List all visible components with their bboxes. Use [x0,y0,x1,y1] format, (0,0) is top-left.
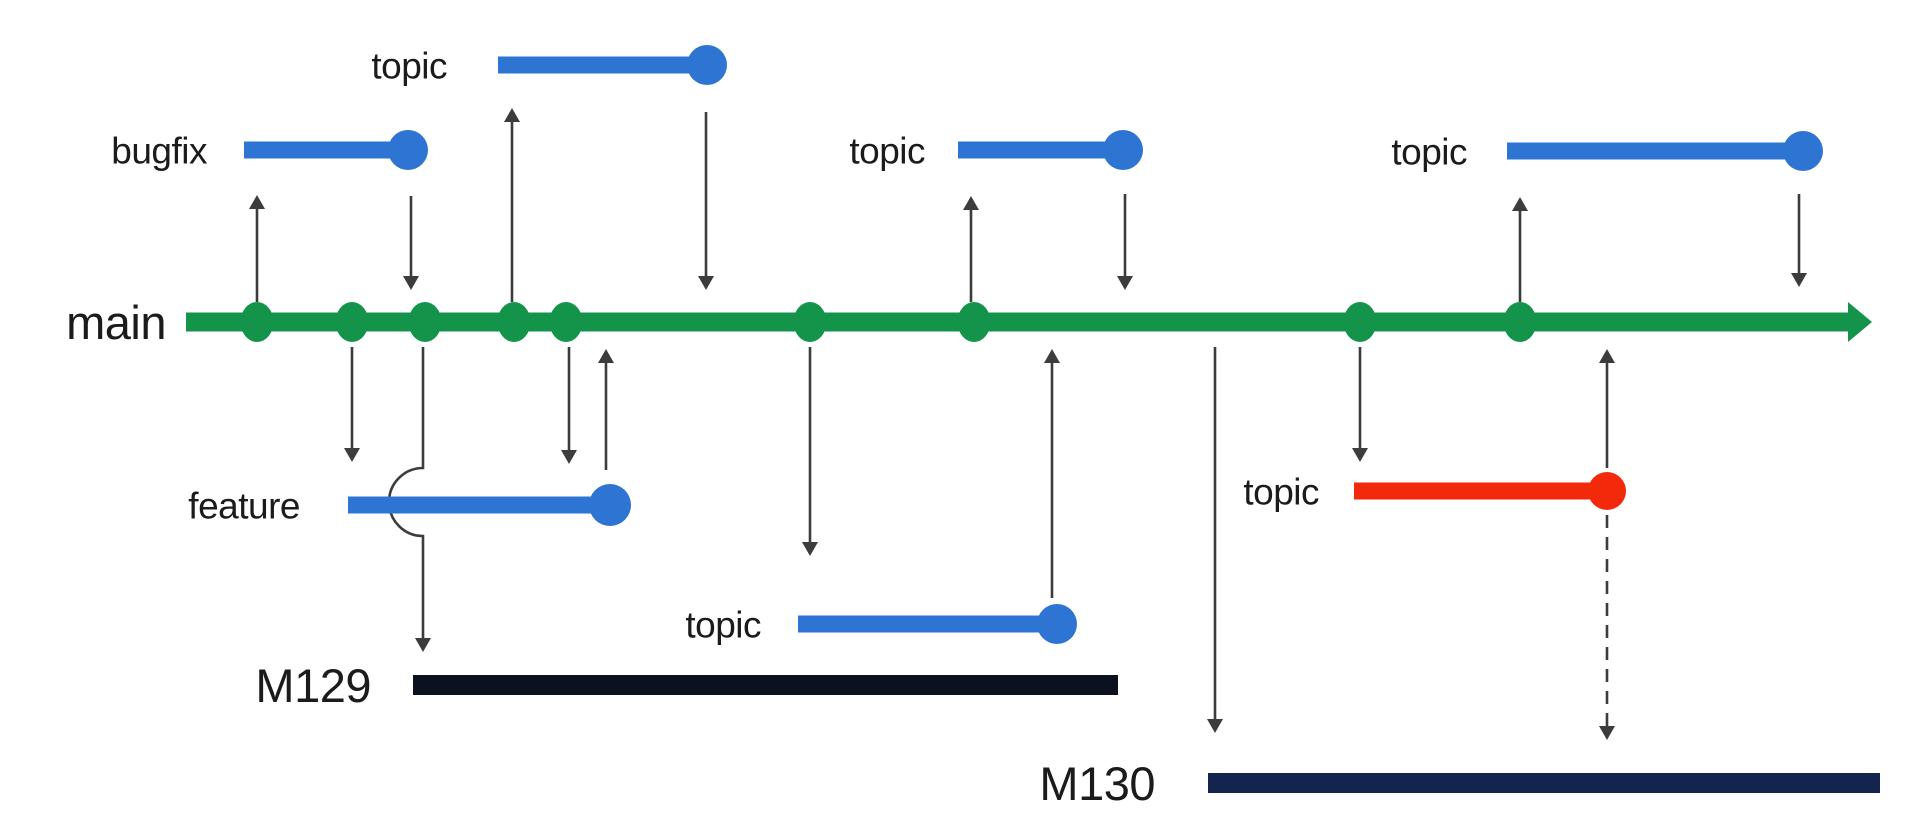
main-branch-label: main [66,296,166,349]
commit-dot [335,302,369,342]
arrowhead-merge-topic-bottom [1044,349,1060,363]
commit-dot [1343,302,1377,342]
branch-line-feature [348,496,610,514]
arrowhead-branch-off-topic-bottom [802,542,818,556]
milestone-bar-m130 [1208,773,1880,793]
branch-line-bugfix [244,141,408,159]
arrowhead-branch-off-topic-right [1512,197,1528,211]
branch-head-circle-topic-red [1588,472,1626,510]
milestone-bar-m129 [413,675,1118,695]
milestone-label-m130: M130 [1039,757,1155,810]
commit-dot [240,302,274,342]
branch-label-topic-bottom: topic [685,604,761,645]
arrow-line-release-m129 [387,347,425,640]
arrowhead-release-m129 [415,638,431,652]
milestone-label-m129: M129 [255,659,371,712]
commit-dot [549,302,583,342]
arrowhead-branch-off-topic-top [504,108,520,122]
branch-label-feature: feature [188,485,300,526]
commit-dot [1503,302,1537,342]
branch-head-circle-feature [589,484,631,526]
branch-label-topic-red: topic [1243,471,1319,512]
branch-line-topic-red [1354,482,1607,500]
arrowhead-merge-bugfix [403,276,419,290]
arrowhead-release-m130 [1207,719,1223,733]
branch-line-topic-top [498,56,707,74]
arrowhead-merge-topic-right [1791,273,1807,287]
branch-head-circle-bugfix [388,130,428,170]
branch-label-bugfix: bugfix [111,130,208,171]
main-branch-arrowhead [1848,302,1872,342]
commit-dot [957,302,991,342]
arrowhead-branch-off-bugfix [249,195,265,209]
main-branch-line [186,312,1848,332]
commit-dot [408,302,442,342]
arrowhead-merge-topic-mid [1117,276,1133,290]
arrowhead-update-feature [561,450,577,464]
branch-label-topic-top: topic [371,45,447,86]
branch-head-circle-topic-top [687,45,727,85]
arrowhead-merge-topic-red [1599,349,1615,363]
branch-line-topic-bottom [798,615,1057,633]
commit-dot [497,302,531,342]
branch-label-topic-mid: topic [849,130,925,171]
branch-line-topic-right [1507,142,1803,160]
branch-head-circle-topic-mid [1103,130,1143,170]
branch-line-topic-mid [958,141,1123,159]
arrowhead-port-topic-red-to-m130 [1599,726,1615,740]
commit-dot [793,302,827,342]
arrowhead-merge-topic-top [698,276,714,290]
branch-head-circle-topic-bottom [1037,604,1077,644]
arrowhead-branch-off-topic-red [1352,448,1368,462]
arrowhead-merge-feature [598,349,614,363]
arrowhead-branch-off-feature [344,448,360,462]
arrowhead-branch-off-topic-mid [963,196,979,210]
branch-label-topic-right: topic [1391,131,1467,172]
branch-head-circle-topic-right [1783,131,1823,171]
